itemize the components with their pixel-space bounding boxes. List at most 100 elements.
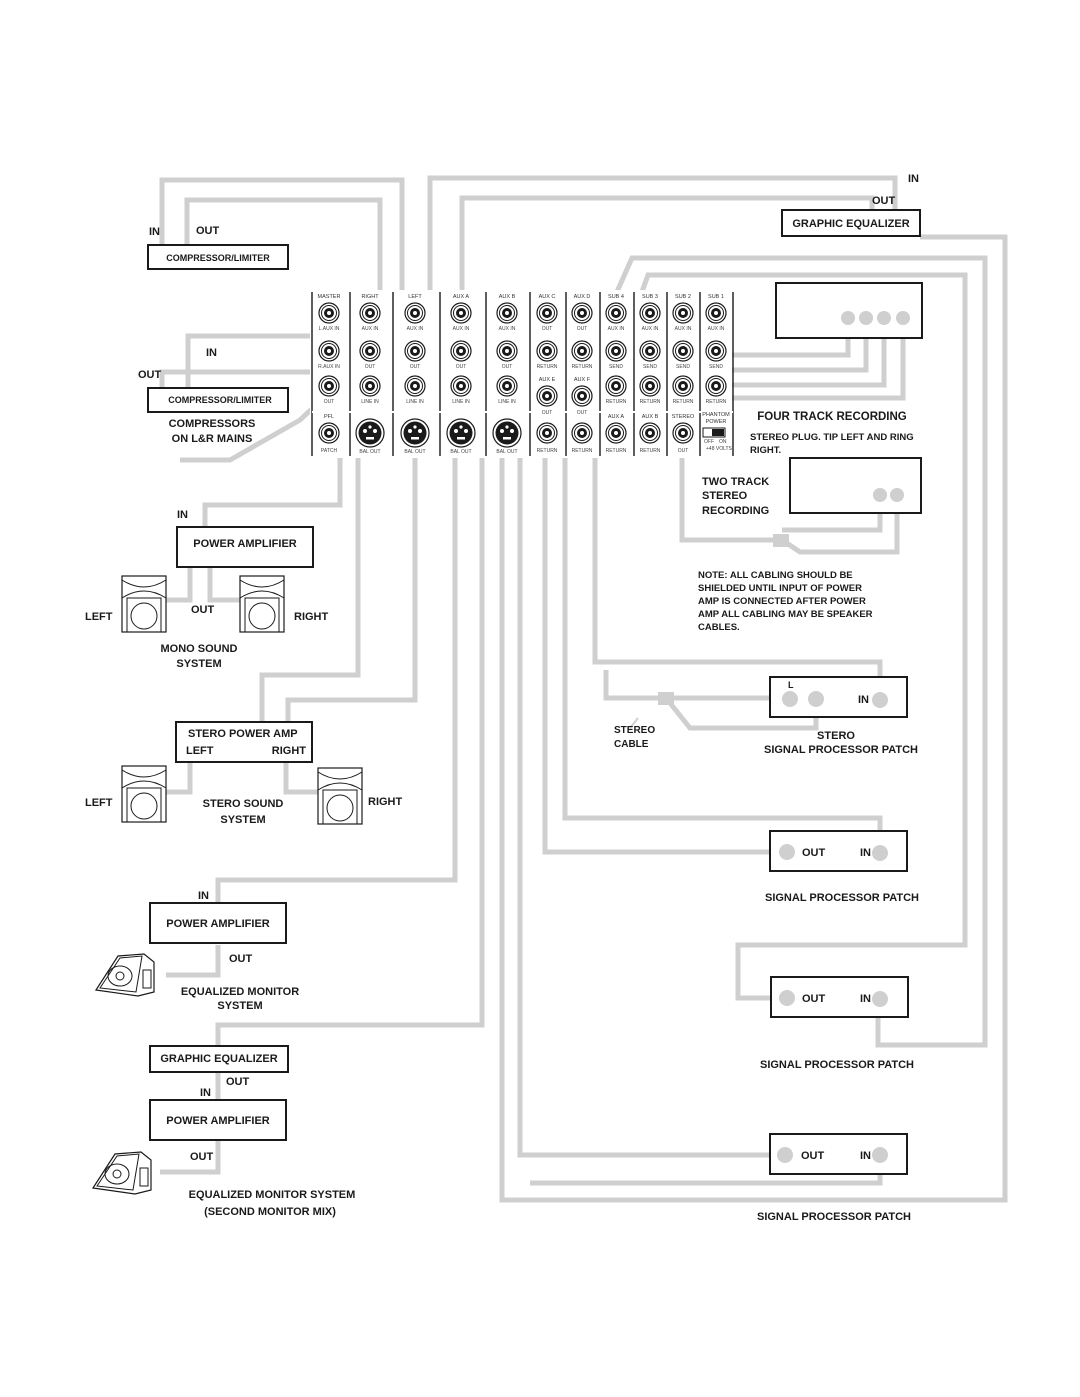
aux-b-jack-1[interactable] [496, 302, 518, 324]
stereo-signal-processor: L IN STEREO CABLE STERO SIGNAL PROCESSOR… [614, 676, 918, 756]
aux-b-jack-3[interactable] [496, 375, 518, 397]
channel-header-aux-f: AUX F [574, 377, 591, 383]
sp3-caption: SIGNAL PROCESSOR PATCH [757, 1211, 911, 1223]
phantom-header-2: POWER [706, 419, 727, 425]
sp1-plug-in [872, 845, 888, 861]
sub-3-jack-1[interactable] [639, 302, 661, 324]
sub-1-jack-label-3: RETURN [706, 399, 727, 405]
left-jack-3[interactable] [404, 375, 426, 397]
sp1-in-label: IN [860, 847, 871, 859]
aux-f-jack-2[interactable] [571, 422, 593, 444]
sub-3-jack-2[interactable] [639, 340, 661, 362]
aux-a-jack-1[interactable] [450, 302, 472, 324]
master-jack-label-1: L.AUX IN [319, 326, 340, 332]
sub-1-jack-2[interactable] [705, 340, 727, 362]
sub-2-jack-2[interactable] [672, 340, 694, 362]
four-track-plug-2 [859, 311, 873, 325]
sub-2-jack-1[interactable] [672, 302, 694, 324]
aux-b-jack-label-1: AUX IN [499, 326, 516, 332]
sub-4-jack-2[interactable] [605, 340, 627, 362]
aux-c-jack-2[interactable] [536, 340, 558, 362]
aux-a-jack-3[interactable] [450, 375, 472, 397]
sub-4-jack-3[interactable] [605, 375, 627, 397]
comp2-caption-2: ON L&R MAINS [172, 433, 253, 445]
aux-a-jack-label-2: OUT [456, 364, 467, 370]
two-track-plug-l [873, 488, 887, 502]
right-jack-1[interactable] [359, 302, 381, 324]
sub-2-jack-label-3: RETURN [673, 399, 694, 405]
channel-header-bottom-pfl: PFL [324, 414, 334, 420]
aux-f-jack-1[interactable] [571, 385, 593, 407]
sub-2-jack-3[interactable] [672, 375, 694, 397]
phantom-power-switch[interactable]: OFF ON +48 VOLTS [702, 427, 733, 452]
stereo-amp-left-label: LEFT [186, 745, 214, 757]
note-line-3: AMP IS CONNECTED AFTER POWER [698, 596, 866, 607]
channel-header-aux-d: AUX D [574, 294, 591, 300]
cable-four-track-3 [700, 318, 887, 388]
sp2-plug-out [779, 990, 795, 1006]
sub-3-jack-label-1: AUX IN [642, 326, 659, 332]
right-xlr-label: BAL OUT [359, 449, 380, 455]
sub-1-jack-1[interactable] [705, 302, 727, 324]
cable-comp1-in [159, 177, 405, 310]
four-track-plug-1 [841, 311, 855, 325]
sub-3-jack-3[interactable] [639, 375, 661, 397]
monitor2-caption-2: (SECOND MONITOR MIX) [204, 1206, 336, 1218]
right-xlr-bal-out[interactable] [355, 418, 385, 448]
aux-e-jack-2[interactable] [536, 422, 558, 444]
sub-4-jack-1[interactable] [605, 302, 627, 324]
signal-processor-1: OUT IN SIGNAL PROCESSOR PATCH [765, 830, 919, 904]
geq-out-label: OUT [872, 195, 896, 207]
sub-3-bottom-jack[interactable] [639, 422, 661, 444]
two-track-line-3: RECORDING [702, 505, 769, 517]
aux-a-jack-2[interactable] [450, 340, 472, 362]
left-jack-label-1: AUX IN [407, 326, 424, 332]
sp3-in-label: IN [860, 1150, 871, 1162]
monitor2-out-label: OUT [190, 1151, 214, 1163]
left-jack-2[interactable] [404, 340, 426, 362]
sub-2-bottom-jack[interactable] [672, 422, 694, 444]
four-track-plug-4 [896, 311, 910, 325]
sub-3-jack-label-3: RETURN [640, 399, 661, 405]
cable-stereo-sp-l [603, 670, 790, 701]
aux-d-jack-label-1: OUT [577, 326, 588, 332]
aux-b-xlr-bal-out[interactable] [492, 418, 522, 448]
cable-geq-return [499, 234, 1008, 1203]
stereo-plug-note-1: STEREO PLUG. TIP LEFT AND RING [750, 432, 914, 443]
aux-f-jack-label-2: RETURN [572, 448, 593, 454]
left-speaker-icon [121, 575, 167, 633]
aux-d-jack-1[interactable] [571, 302, 593, 324]
monitor1-amp-label: POWER AMPLIFIER [166, 918, 270, 930]
stereo-cable-label-1: STEREO [614, 725, 655, 736]
aux-e-jack-label-2: RETURN [537, 448, 558, 454]
compressor-1: IN OUT COMPRESSOR/LIMITER [147, 225, 289, 270]
left-jack-1[interactable] [404, 302, 426, 324]
aux-b-jack-2[interactable] [496, 340, 518, 362]
left-xlr-bal-out[interactable] [400, 418, 430, 448]
stereo-sp-caption-2: SIGNAL PROCESSOR PATCH [764, 744, 918, 756]
four-track-plug-3 [877, 311, 891, 325]
cable-comp1-out [184, 197, 383, 310]
cable-geq-in [427, 175, 898, 390]
aux-d-jack-label-2: RETURN [572, 364, 593, 370]
master-jack-label-2: R.AUX IN [318, 364, 340, 370]
cable-comp2-in [185, 333, 330, 398]
stereo-plug-note-2: RIGHT. [750, 445, 781, 456]
master-jack-1[interactable] [318, 302, 340, 324]
stereo-sound-system: STERO POWER AMP LEFT RIGHT LEFT RIGHT ST… [85, 721, 403, 826]
monitor2-in-label: IN [200, 1087, 211, 1099]
sub-1-jack-3[interactable] [705, 375, 727, 397]
channel-header-master: MASTER [318, 294, 341, 300]
aux-a-xlr-bal-out[interactable] [446, 418, 476, 448]
graphic-equalizer-main: IN OUT GRAPHIC EQUALIZER [781, 173, 921, 237]
master-jack-3[interactable] [318, 375, 340, 397]
master-jack-2[interactable] [318, 340, 340, 362]
sub-4-bottom-jack[interactable] [605, 422, 627, 444]
master-bottom-jack[interactable] [318, 422, 340, 444]
aux-d-jack-2[interactable] [571, 340, 593, 362]
right-jack-3[interactable] [359, 375, 381, 397]
right-jack-2[interactable] [359, 340, 381, 362]
aux-c-jack-1[interactable] [536, 302, 558, 324]
monitor-wedge-1-icon [95, 953, 155, 997]
aux-e-jack-1[interactable] [536, 385, 558, 407]
